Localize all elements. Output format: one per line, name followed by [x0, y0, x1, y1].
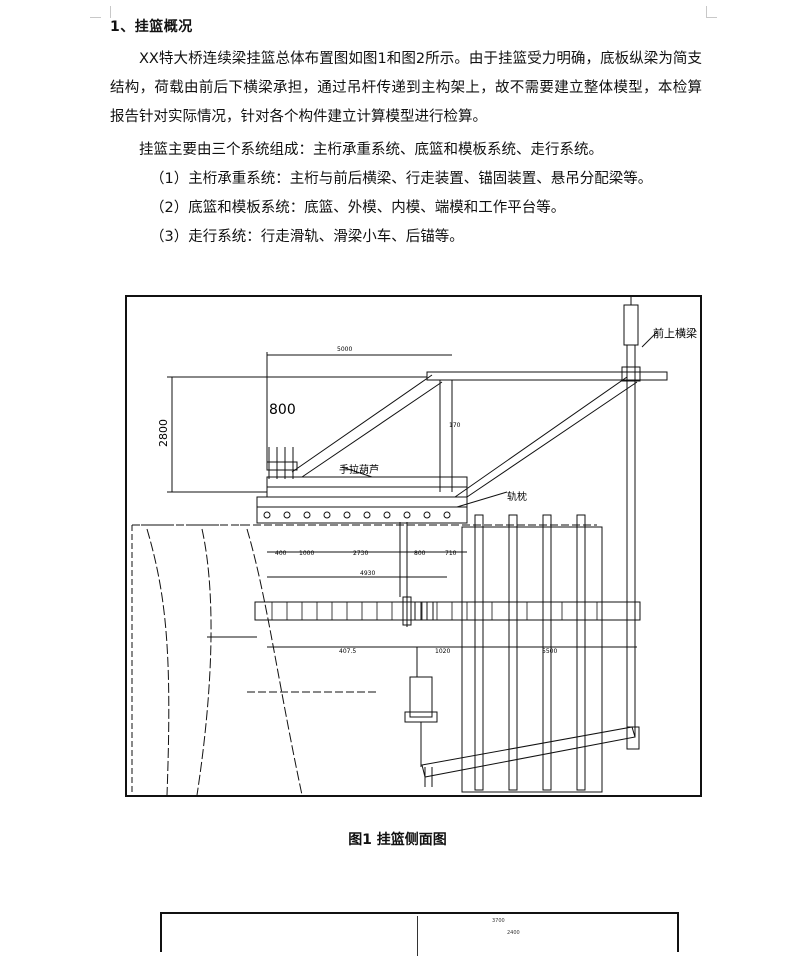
- label-front-beam: 前上横梁: [653, 326, 697, 340]
- section-heading: 1、挂篮概况: [110, 19, 193, 35]
- dim-d3: 2730: [353, 550, 368, 557]
- body-paragraph: XX特大桥连续梁挂篮总体布置图如图1和图2所示。由于挂篮受力明确，底板纵梁为简支…: [110, 51, 702, 125]
- dim-d6: 4930: [360, 570, 375, 577]
- margin-mark-top-right-h: [706, 17, 717, 18]
- engineering-drawing: 5000 2800 800 170 400 1000 2730 800 710 …: [131, 297, 697, 795]
- dim-d1: 400: [275, 550, 287, 557]
- dim-small: 170: [449, 422, 461, 429]
- label-track: 轨枕: [507, 490, 527, 503]
- dim-d4: 800: [414, 550, 426, 557]
- figure-2-top-edge: 3700 2400: [160, 912, 679, 956]
- dim-rear-post: 800: [269, 402, 296, 418]
- dim-d5: 710: [445, 550, 457, 557]
- label-hand-hoist: 手拉葫芦: [339, 463, 379, 476]
- list-item-main-truss: （1）主桁承重系统：主桁与前后横梁、行走装置、锚固装置、悬吊分配梁等。: [150, 171, 653, 187]
- dim-d8: 1020: [435, 648, 450, 655]
- dim-d9: 5500: [542, 648, 557, 655]
- margin-mark-top-left-h: [90, 17, 101, 18]
- margin-mark-top-right: [706, 6, 717, 18]
- list-item-walking-system: （3）走行系统：行走滑轨、滑梁小车、后锚等。: [150, 229, 464, 245]
- list-item-bottom-basket: （2）底篮和模板系统：底篮、外模、内模、端模和工作平台等。: [150, 200, 566, 216]
- figure-2-inner-frame: [417, 916, 670, 956]
- margin-mark-top-left: [100, 6, 111, 18]
- figure-side-view: 5000 2800 800 170 400 1000 2730 800 710 …: [125, 295, 702, 797]
- figure-caption: 图1 挂篮侧面图: [348, 832, 447, 848]
- dim-top-span: 5000: [337, 346, 352, 353]
- figure-2-dim-a: 3700: [492, 918, 505, 924]
- dim-d2: 1000: [299, 550, 314, 557]
- dim-d7: 407.5: [339, 648, 356, 655]
- dim-height: 2800: [157, 419, 170, 447]
- system-summary: 挂篮主要由三个系统组成：主桁承重系统、底篮和模板系统、走行系统。: [139, 142, 603, 158]
- figure-2-dim-b: 2400: [507, 930, 520, 936]
